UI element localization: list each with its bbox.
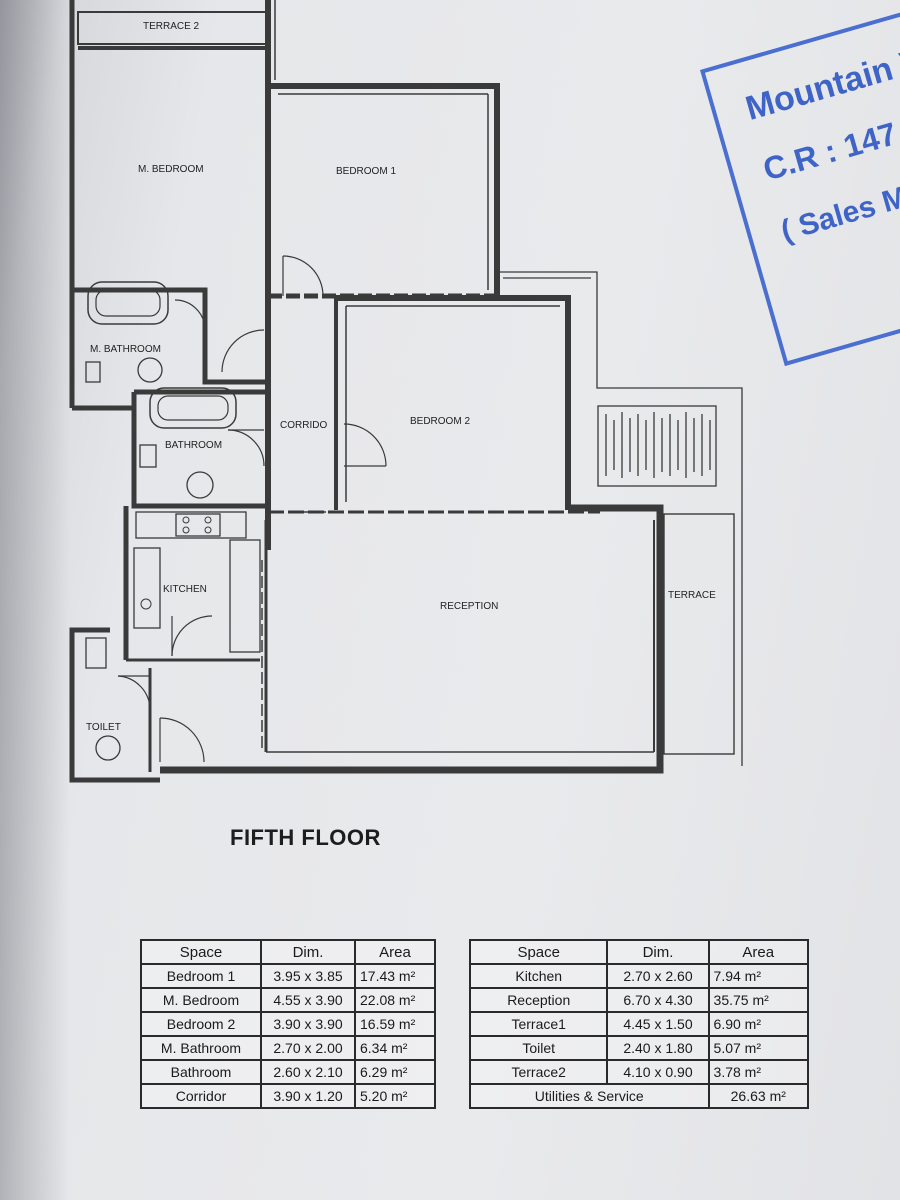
master-bathroom-walls <box>69 281 268 411</box>
bedroom-2-label: BEDROOM 2 <box>410 416 470 427</box>
cell-space: Bedroom 2 <box>140 1011 262 1037</box>
stamp-line-1: Mountain Vi <box>741 38 900 128</box>
cell-space: Reception <box>468 987 609 1013</box>
utilities-service-label: Utilities & Service <box>469 1083 710 1109</box>
table-row: Bathroom 2.60 x 2.10 6.29 m² <box>140 1059 436 1085</box>
table-row: Bedroom 1 3.95 x 3.85 17.43 m² <box>140 963 436 989</box>
cell-space: Terrace2 <box>468 1059 609 1085</box>
cell-area: 6.90 m² <box>707 1011 810 1037</box>
cell-dim: 3.90 x 1.20 <box>260 1083 356 1109</box>
cell-dim: 4.55 x 3.90 <box>260 987 356 1013</box>
cell-dim: 2.70 x 2.00 <box>260 1035 356 1061</box>
toilet-walls <box>69 627 160 783</box>
reception-walls <box>160 504 664 774</box>
toilet-label: TOILET <box>86 722 121 733</box>
cell-dim: 2.40 x 1.80 <box>606 1035 710 1061</box>
balcony-outline <box>497 271 743 766</box>
vent-grille-icon <box>597 405 717 487</box>
table-header-row: Space Dim. Area <box>468 939 810 965</box>
cell-area: 17.43 m² <box>354 963 436 989</box>
header-area: Area <box>707 939 810 965</box>
entry-walls <box>159 717 260 773</box>
floor-title: FIFTH FLOOR <box>230 825 381 850</box>
area-table-right: Space Dim. Area Kitchen 2.70 x 2.60 7.94… <box>468 939 810 1109</box>
table-row: Corridor 3.90 x 1.20 5.20 m² <box>140 1083 436 1109</box>
header-dim: Dim. <box>260 939 356 965</box>
cell-dim: 4.45 x 1.50 <box>606 1011 710 1037</box>
header-area: Area <box>354 939 436 965</box>
cell-area: 6.34 m² <box>354 1035 436 1061</box>
cell-area: 5.07 m² <box>707 1035 810 1061</box>
table-row: Kitchen 2.70 x 2.60 7.94 m² <box>468 963 810 989</box>
cell-space: Bathroom <box>140 1059 262 1085</box>
terrace-2-label: TERRACE 2 <box>143 21 200 32</box>
cell-area: 7.94 m² <box>707 963 810 989</box>
table-row: Reception 6.70 x 4.30 35.75 m² <box>468 987 810 1013</box>
cell-space: M. Bathroom <box>140 1035 262 1061</box>
table-header-row: Space Dim. Area <box>140 939 436 965</box>
table-row: Terrace1 4.45 x 1.50 6.90 m² <box>468 1011 810 1037</box>
stamp-line-3: ( Sales M <box>777 180 900 249</box>
kitchen-walls <box>123 506 261 662</box>
cell-space: Terrace1 <box>468 1011 609 1037</box>
floor-plan: TERRACE 2 M. BEDROOM BEDROOM 1 M. BATHRO… <box>69 0 743 783</box>
bedroom-1-label: BEDROOM 1 <box>336 166 396 177</box>
table-row: Toilet 2.40 x 1.80 5.07 m² <box>468 1035 810 1061</box>
bathroom-walls <box>131 387 268 509</box>
cell-area: 3.78 m² <box>707 1059 810 1085</box>
cell-area: 22.08 m² <box>354 987 436 1013</box>
reception-label: RECEPTION <box>440 601 498 612</box>
master-bedroom-walls <box>69 0 276 330</box>
cell-space: Bedroom 1 <box>140 963 262 989</box>
corridor-label: CORRIDO <box>280 420 327 431</box>
table-row: M. Bedroom 4.55 x 3.90 22.08 m² <box>140 987 436 1013</box>
table-row: Bedroom 2 3.90 x 3.90 16.59 m² <box>140 1011 436 1037</box>
bedroom-2-walls <box>336 295 571 510</box>
cell-dim: 2.60 x 2.10 <box>260 1059 356 1085</box>
terrace-walls <box>663 513 735 755</box>
cell-space: Kitchen <box>468 963 609 989</box>
header-space: Space <box>468 939 609 965</box>
cell-area: 6.29 m² <box>354 1059 436 1085</box>
master-bedroom-label: M. BEDROOM <box>138 164 204 175</box>
cell-dim: 3.95 x 3.85 <box>260 963 356 989</box>
table-row: M. Bathroom 2.70 x 2.00 6.34 m² <box>140 1035 436 1061</box>
table-row: Terrace2 4.10 x 0.90 3.78 m² <box>468 1059 810 1085</box>
bedroom-1-walls <box>268 83 500 299</box>
cell-area: 5.20 m² <box>354 1083 436 1109</box>
cell-dim: 3.90 x 3.90 <box>260 1011 356 1037</box>
terrace-label: TERRACE <box>668 590 716 601</box>
cell-space: Toilet <box>468 1035 609 1061</box>
kitchen-label: KITCHEN <box>163 584 207 595</box>
utilities-service-area: 26.63 m² <box>707 1083 810 1109</box>
stamp-line-2: C.R : 147 <box>759 115 900 188</box>
cell-dim: 4.10 x 0.90 <box>606 1059 710 1085</box>
table-footer-row: Utilities & Service 26.63 m² <box>469 1083 810 1109</box>
cell-area: 16.59 m² <box>354 1011 436 1037</box>
header-dim: Dim. <box>606 939 710 965</box>
bathroom-label: BATHROOM <box>165 440 222 451</box>
cell-dim: 6.70 x 4.30 <box>606 987 710 1013</box>
cell-dim: 2.70 x 2.60 <box>606 963 710 989</box>
master-bathroom-label: M. BATHROOM <box>90 344 161 355</box>
area-table-left: Space Dim. Area Bedroom 1 3.95 x 3.85 17… <box>140 939 436 1109</box>
header-space: Space <box>140 939 262 965</box>
cell-area: 35.75 m² <box>707 987 810 1013</box>
cell-space: Corridor <box>140 1083 262 1109</box>
cell-space: M. Bedroom <box>140 987 262 1013</box>
